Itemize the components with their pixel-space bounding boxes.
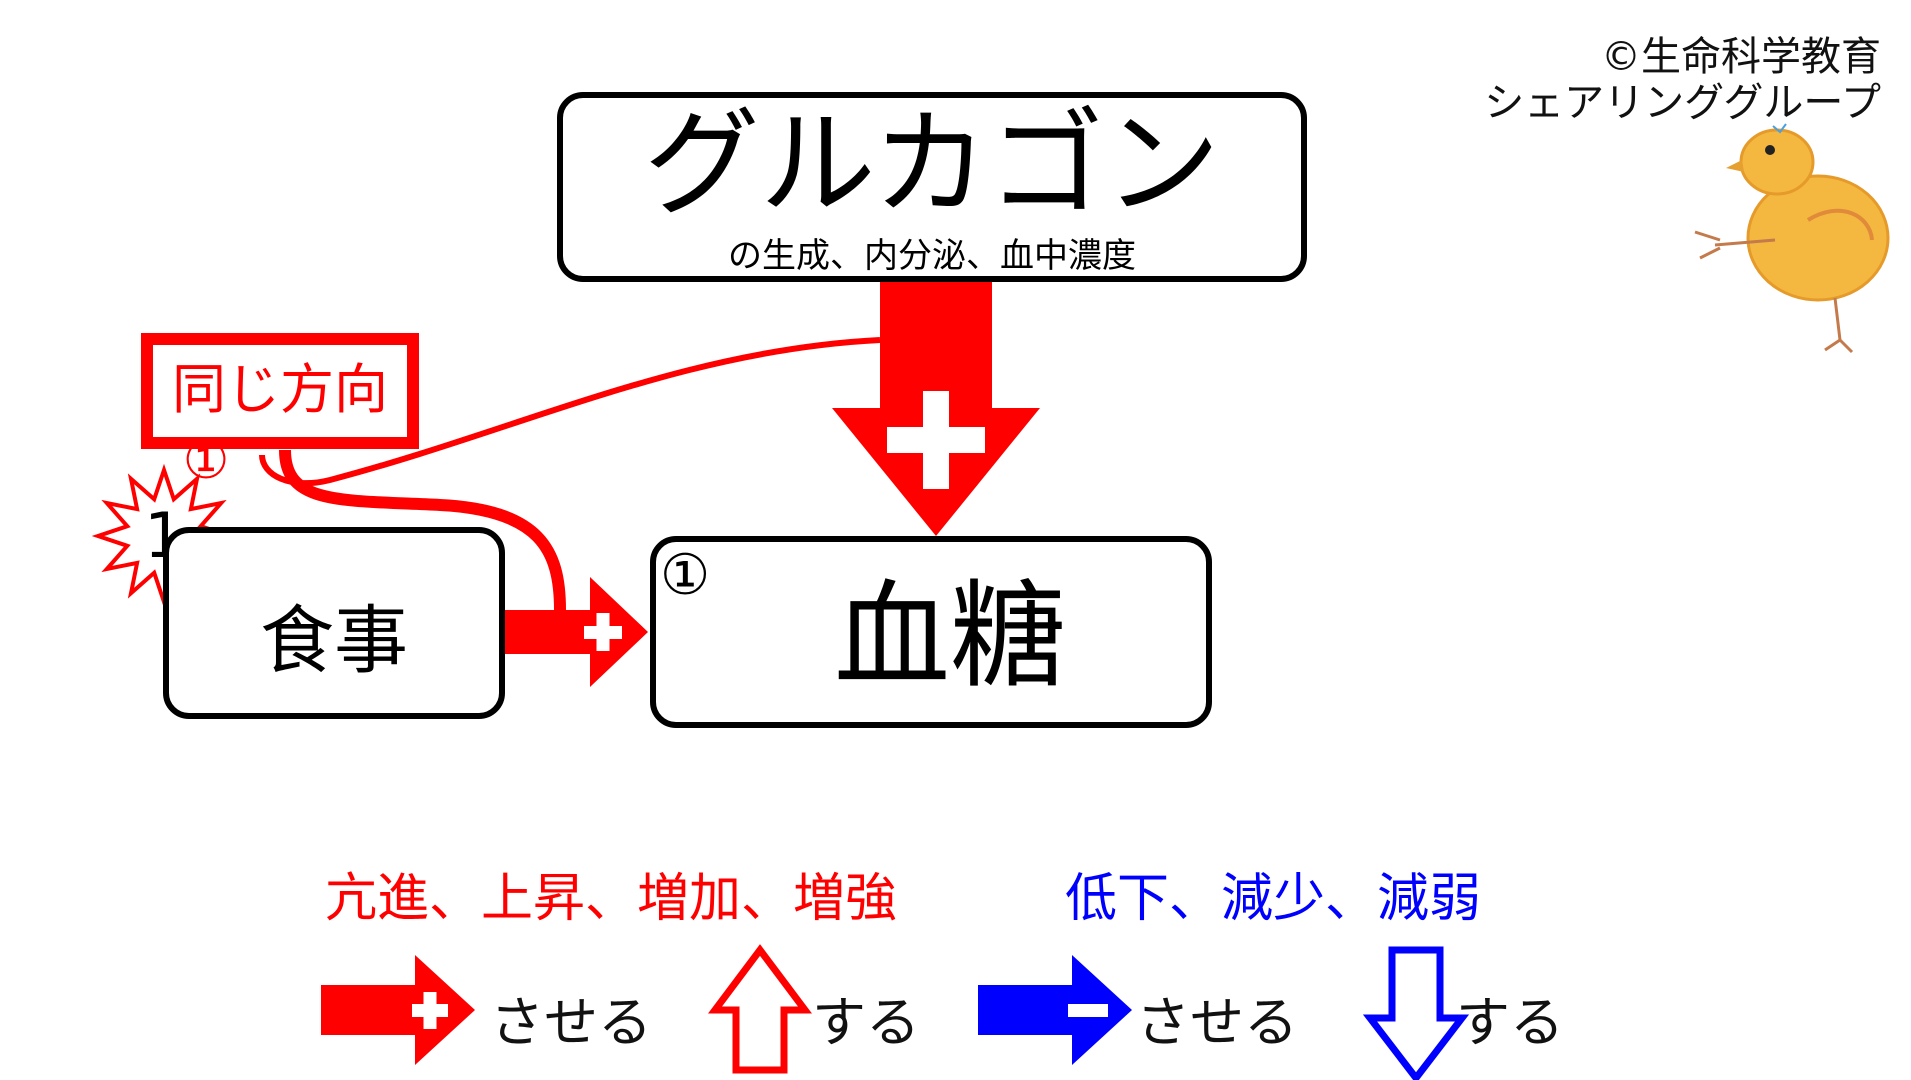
- glucagon-subtitle: の生成、内分泌、血中濃度: [728, 236, 1136, 276]
- legend-red-plus-arrow-icon: [321, 955, 475, 1065]
- copyright-notice: ©生命科学教育 シェアリンググループ: [1484, 34, 1881, 126]
- legend-blue-minus-arrow-icon: [978, 955, 1132, 1065]
- same-direction-label: 同じ方向: [172, 358, 388, 421]
- glucagon-node: グルカゴン の生成、内分泌、血中濃度: [557, 92, 1307, 282]
- meal-label: 食事: [260, 598, 408, 684]
- meal-plus-arrow: [505, 577, 648, 687]
- legend-red-plus-label: させる: [490, 991, 652, 1054]
- blood-sugar-label: 血糖: [834, 569, 1066, 704]
- glucagon-title: グルカゴン: [643, 97, 1221, 232]
- blood-sugar-marker: ①: [660, 543, 711, 608]
- legend-blue-down-label: する: [1456, 991, 1564, 1054]
- same-direction-callout: 同じ方向: [141, 333, 419, 449]
- legend-red-up-arrow-icon: [708, 944, 812, 1074]
- legend-increase-text: 亢進、上昇、増加、増強: [325, 869, 898, 929]
- blood-sugar-node: ① 血糖: [650, 536, 1212, 728]
- connector-glucagon-to-callout: [259, 337, 881, 487]
- legend-blue-minus-label: させる: [1136, 991, 1298, 1054]
- legend-blue-down-arrow-icon: [1362, 946, 1470, 1080]
- copyright-line-1: ©生命科学教育: [1601, 34, 1881, 80]
- connector-callout-to-meal-arrow: [279, 449, 566, 611]
- legend-decrease-text: 低下、減少、減弱: [1065, 869, 1482, 929]
- legend-red-up-label: する: [812, 991, 920, 1054]
- chick-illustration: [1694, 123, 1890, 354]
- meal-node: 食事: [163, 527, 505, 719]
- glucagon-plus-arrow: [832, 280, 1040, 536]
- copyright-line-2: シェアリンググループ: [1484, 80, 1881, 126]
